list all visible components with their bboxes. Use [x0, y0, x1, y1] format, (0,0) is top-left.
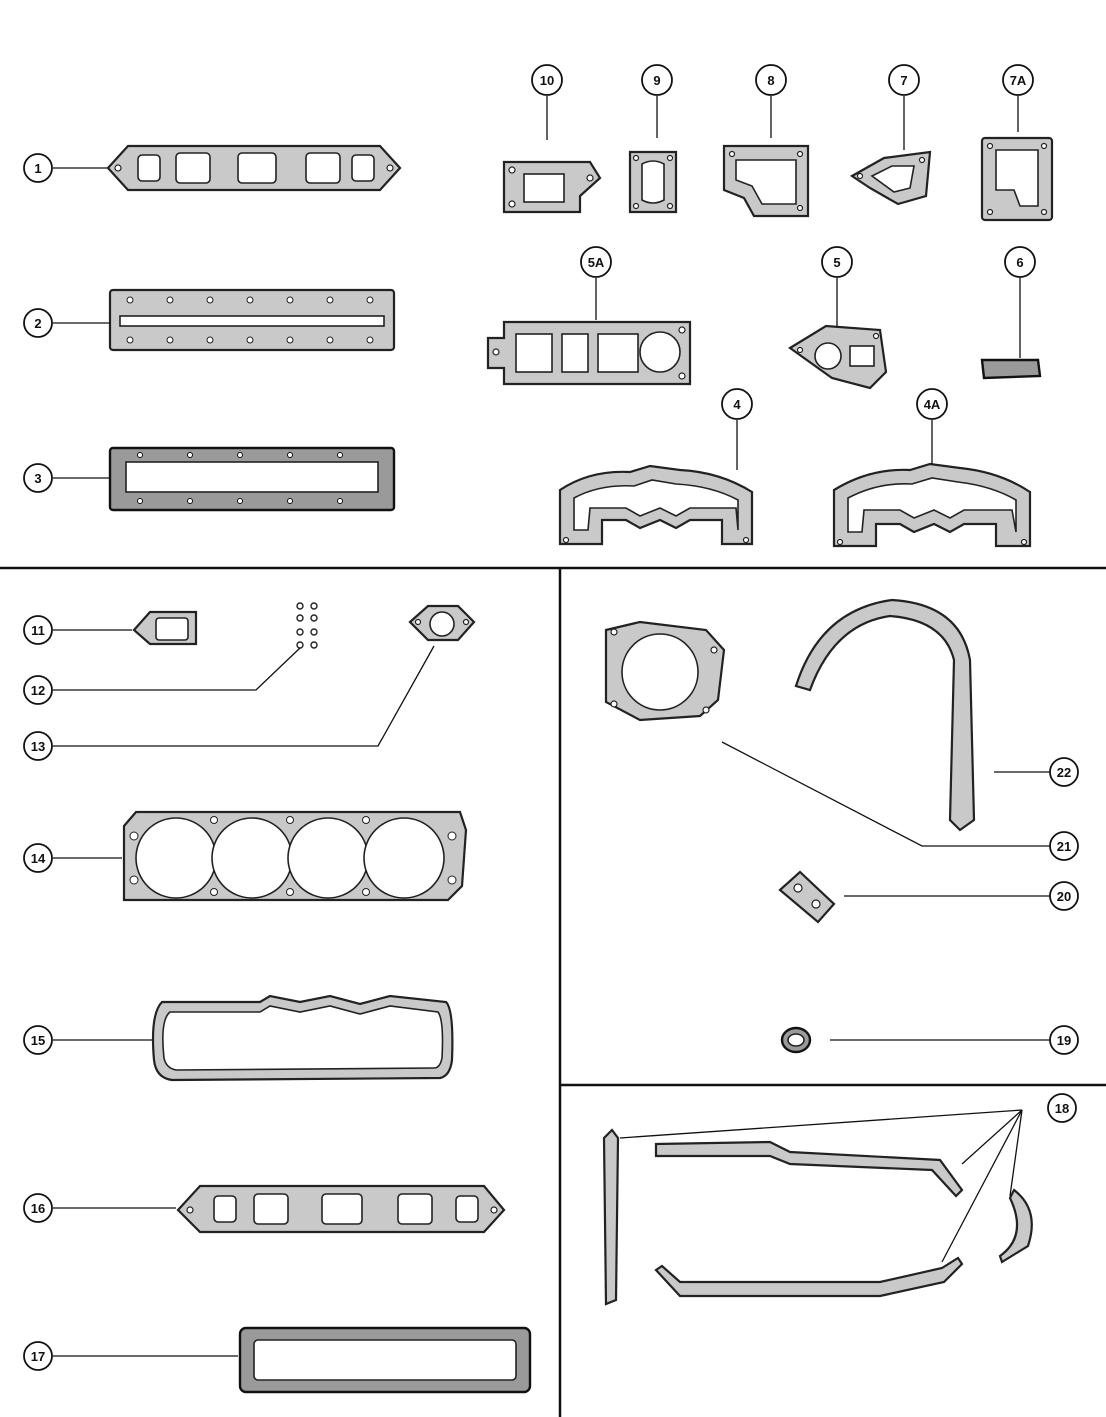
part-4a-gasket: [832, 462, 1032, 548]
svg-text:16: 16: [31, 1201, 45, 1216]
callout-2: 2: [23, 308, 53, 338]
svg-text:14: 14: [31, 851, 46, 866]
callout-20: 20: [1049, 881, 1079, 911]
callout-8: 8: [755, 64, 787, 96]
part-4-gasket: [558, 464, 754, 546]
part-13-gasket: [408, 604, 476, 642]
svg-text:20: 20: [1057, 889, 1071, 904]
part-10-gasket: [502, 160, 602, 214]
part-9-gasket: [628, 150, 678, 214]
svg-text:22: 22: [1057, 765, 1071, 780]
part-17-gasket: [238, 1326, 532, 1394]
svg-text:18: 18: [1055, 1101, 1069, 1116]
callout-16: 16: [23, 1193, 53, 1223]
part-11-gasket: [132, 610, 198, 646]
svg-text:5A: 5A: [588, 255, 605, 270]
part-6-gasket: [980, 358, 1042, 380]
callout-7a: 7A: [1002, 64, 1034, 96]
part-5a-gasket: [486, 320, 692, 386]
svg-text:21: 21: [1057, 839, 1071, 854]
part-7a-gasket: [980, 136, 1054, 222]
leader-lines: [53, 96, 1050, 1357]
part-22-gasket: [794, 598, 976, 832]
part-7-gasket: [849, 150, 932, 206]
callout-1: 1: [23, 153, 53, 183]
svg-text:13: 13: [31, 739, 45, 754]
callout-4a: 4A: [916, 388, 948, 420]
svg-text:7: 7: [900, 73, 907, 88]
svg-text:12: 12: [31, 683, 45, 698]
callout-21: 21: [1049, 831, 1079, 861]
part-14-head-gasket: [122, 810, 468, 902]
svg-text:15: 15: [31, 1033, 45, 1048]
callout-18: 18: [1047, 1093, 1077, 1123]
part-1-gasket: [106, 144, 402, 192]
svg-text:5: 5: [833, 255, 840, 270]
part-5-gasket: [788, 324, 888, 390]
callout-17: 17: [23, 1341, 53, 1371]
callout-5: 5: [821, 246, 853, 278]
svg-text:4A: 4A: [924, 397, 941, 412]
callout-11: 11: [23, 615, 53, 645]
callout-15: 15: [23, 1025, 53, 1055]
callout-7: 7: [888, 64, 920, 96]
part-12-washers: [296, 602, 318, 649]
callout-19: 19: [1049, 1025, 1079, 1055]
part-21-gasket: [604, 620, 726, 722]
svg-text:9: 9: [653, 73, 660, 88]
part-8-gasket: [722, 144, 810, 218]
svg-text:4: 4: [733, 397, 741, 412]
part-18-gasket-set: [602, 1128, 1033, 1306]
svg-text:2: 2: [34, 316, 41, 331]
callout-12: 12: [23, 675, 53, 705]
svg-text:11: 11: [31, 623, 45, 638]
part-20-gasket: [778, 870, 836, 924]
callout-3: 3: [23, 463, 53, 493]
svg-text:6: 6: [1016, 255, 1023, 270]
part-3-gasket: [108, 446, 396, 512]
callout-14: 14: [23, 843, 53, 873]
svg-text:3: 3: [34, 471, 41, 486]
callout-4: 4: [721, 388, 753, 420]
part-19-seal: [780, 1026, 812, 1054]
svg-text:1: 1: [34, 161, 41, 176]
callout-22: 22: [1049, 757, 1079, 787]
svg-text:10: 10: [540, 73, 554, 88]
callout-13: 13: [23, 731, 53, 761]
svg-text:8: 8: [767, 73, 774, 88]
svg-text:19: 19: [1057, 1033, 1071, 1048]
callout-10: 10: [531, 64, 563, 96]
part-2-gasket: [108, 288, 396, 352]
callout-9: 9: [641, 64, 673, 96]
callout-6: 6: [1004, 246, 1036, 278]
svg-text:17: 17: [31, 1349, 45, 1364]
part-15-gasket: [151, 994, 454, 1082]
callout-5a: 5A: [580, 246, 612, 278]
svg-text:7A: 7A: [1010, 73, 1027, 88]
part-16-gasket: [176, 1184, 506, 1234]
